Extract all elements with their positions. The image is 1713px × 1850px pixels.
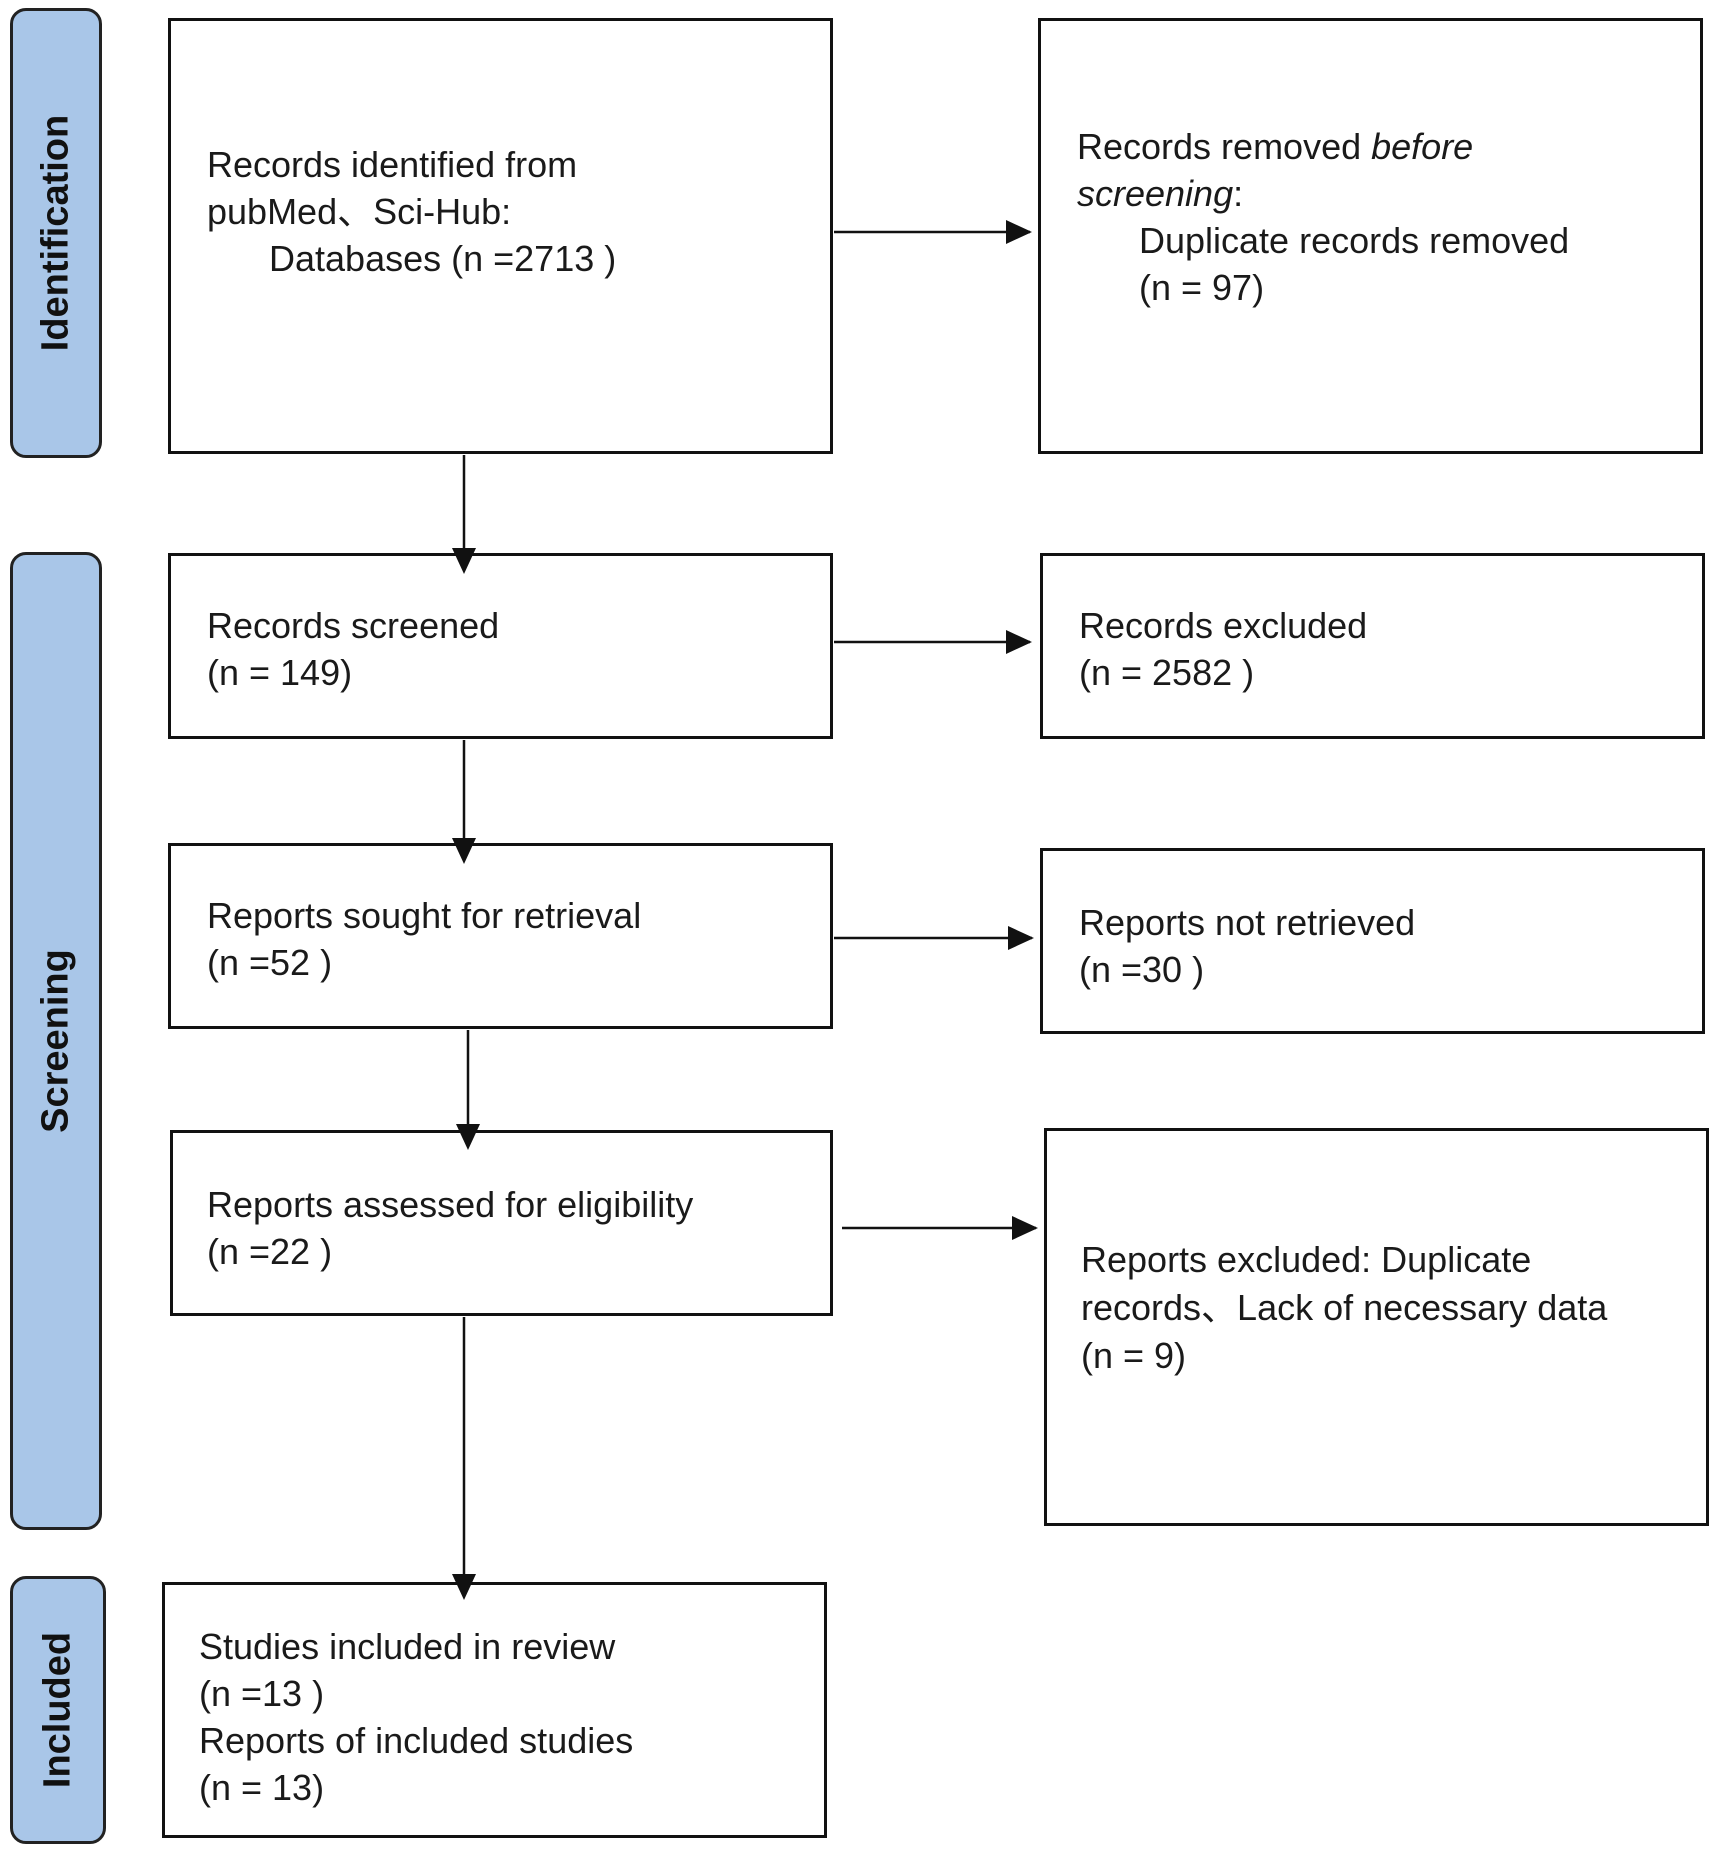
records-removed-line4: (n = 97) [1139, 267, 1265, 308]
box-records-removed: Records removed before screening: Duplic… [1038, 18, 1703, 454]
box-reports-not-retrieved: Reports not retrieved (n =30 ) [1040, 848, 1705, 1034]
box-reports-assessed: Reports assessed for eligibility (n =22 … [170, 1130, 833, 1316]
reports-assessed-line1: Reports assessed for eligibility [207, 1184, 694, 1225]
records-removed-line2: screening: [1077, 173, 1244, 214]
records-identified-line3: Databases (n =2713 ) [269, 238, 617, 279]
reports-sought-line1: Reports sought for retrieval [207, 895, 642, 936]
records-screened-line1: Records screened [207, 605, 500, 646]
records-excluded-line2: (n = 2582 ) [1079, 652, 1255, 693]
records-removed-line1: Records removed before [1077, 126, 1474, 167]
phase-screening: Screening [10, 552, 102, 1530]
box-records-excluded: Records excluded (n = 2582 ) [1040, 553, 1705, 739]
studies-included-line2: (n =13 ) [199, 1673, 325, 1714]
phase-included: Included [10, 1576, 106, 1844]
reports-excluded-line3: (n = 9) [1081, 1335, 1187, 1376]
records-removed-line3: Duplicate records removed [1139, 220, 1570, 261]
records-identified-line2: pubMed、Sci-Hub: [207, 191, 512, 232]
records-excluded-line1: Records excluded [1079, 605, 1368, 646]
box-records-screened: Records screened (n = 149) [168, 553, 833, 739]
records-identified-line1: Records identified from [207, 144, 578, 185]
reports-assessed-line2: (n =22 ) [207, 1231, 333, 1272]
reports-excluded-line2: records、Lack of necessary data [1081, 1287, 1608, 1328]
reports-excluded-line1: Reports excluded: Duplicate [1081, 1239, 1532, 1280]
studies-included-line3: Reports of included studies [199, 1720, 634, 1761]
records-screened-line2: (n = 149) [207, 652, 353, 693]
phase-identification: Identification [10, 8, 102, 458]
box-reports-excluded: Reports excluded: Duplicate records、Lack… [1044, 1128, 1709, 1526]
studies-included-line1: Studies included in review [199, 1626, 616, 1667]
box-reports-sought: Reports sought for retrieval (n =52 ) [168, 843, 833, 1029]
box-studies-included: Studies included in review (n =13 ) Repo… [162, 1582, 827, 1838]
reports-sought-line2: (n =52 ) [207, 942, 333, 983]
box-records-identified: Records identified from pubMed、Sci-Hub: … [168, 18, 833, 454]
reports-not-retrieved-line1: Reports not retrieved [1079, 902, 1416, 943]
reports-not-retrieved-line2: (n =30 ) [1079, 949, 1205, 990]
studies-included-line4: (n = 13) [199, 1767, 325, 1808]
